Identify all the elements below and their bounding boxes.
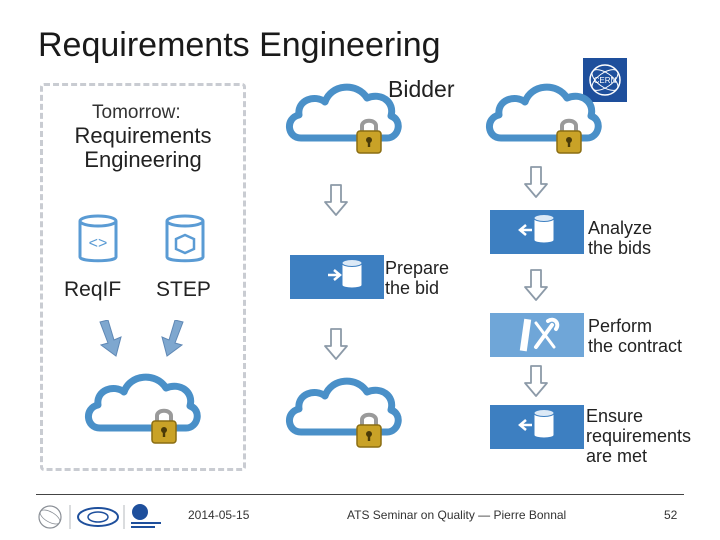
analyze-bids-box [490,210,584,254]
prepare-bid-line1: Prepare [385,258,450,278]
tomorrow-frame [40,83,246,471]
reqif-database-icon: <> [76,213,120,265]
ensure-requirements-box [490,405,584,449]
analyze-bids-label: Analyze the bids [588,218,652,258]
perform-contract-line2: the contract [588,336,683,356]
ensure-requirements-line3: are met [586,446,648,466]
page-number: 52 [664,508,678,522]
footer-logos [36,502,170,532]
prepare-bid-line2: the bid [385,278,440,298]
down-arrow-icon [523,166,549,198]
page-title: Requirements Engineering [38,26,441,64]
footer-divider [36,494,684,495]
bidder-top-cloud-icon [283,72,403,162]
bidder-label: Bidder [388,76,455,102]
svg-text:<>: <> [89,235,108,252]
tomorrow-heading-line2: Engineering [84,147,202,172]
cern-logo: CERN [583,58,627,102]
step-arrow-icon [157,320,187,358]
reqif-arrow-icon [96,320,126,358]
perform-contract-box [490,313,584,357]
footer-date: 2014-05-15 [188,508,250,522]
down-arrow-icon [523,365,549,397]
down-arrow-icon [323,184,349,216]
prepare-bid-label: Prepare the bid [385,258,449,298]
down-arrow-icon [323,328,349,360]
analyze-bids-line1: Analyze [588,218,653,238]
right-top-cloud-icon [483,72,603,162]
prepare-bid-box [290,255,384,299]
tomorrow-label: Tomorrow: [92,102,181,123]
step-database-icon [163,213,207,265]
bidder-bottom-cloud-icon [283,366,403,456]
ensure-requirements-line1: Ensure [586,406,644,426]
svg-text:CERN: CERN [594,76,617,85]
ensure-requirements-line2: requirements [586,426,692,446]
step-label: STEP [156,278,211,301]
analyze-bids-line2: the bids [588,238,652,258]
tomorrow-heading: Requirements Engineering [40,124,246,172]
perform-contract-line1: Perform [588,316,653,336]
footer-center-text: ATS Seminar on Quality — Pierre Bonnal [347,508,567,522]
tomorrow-heading-line1: Requirements [74,123,212,148]
reqif-label: ReqIF [64,278,122,301]
perform-contract-label: Perform the contract [588,316,682,356]
ensure-requirements-label: Ensure requirements are met [586,406,691,466]
down-arrow-icon [523,269,549,301]
tomorrow-cloud-icon [82,362,202,452]
